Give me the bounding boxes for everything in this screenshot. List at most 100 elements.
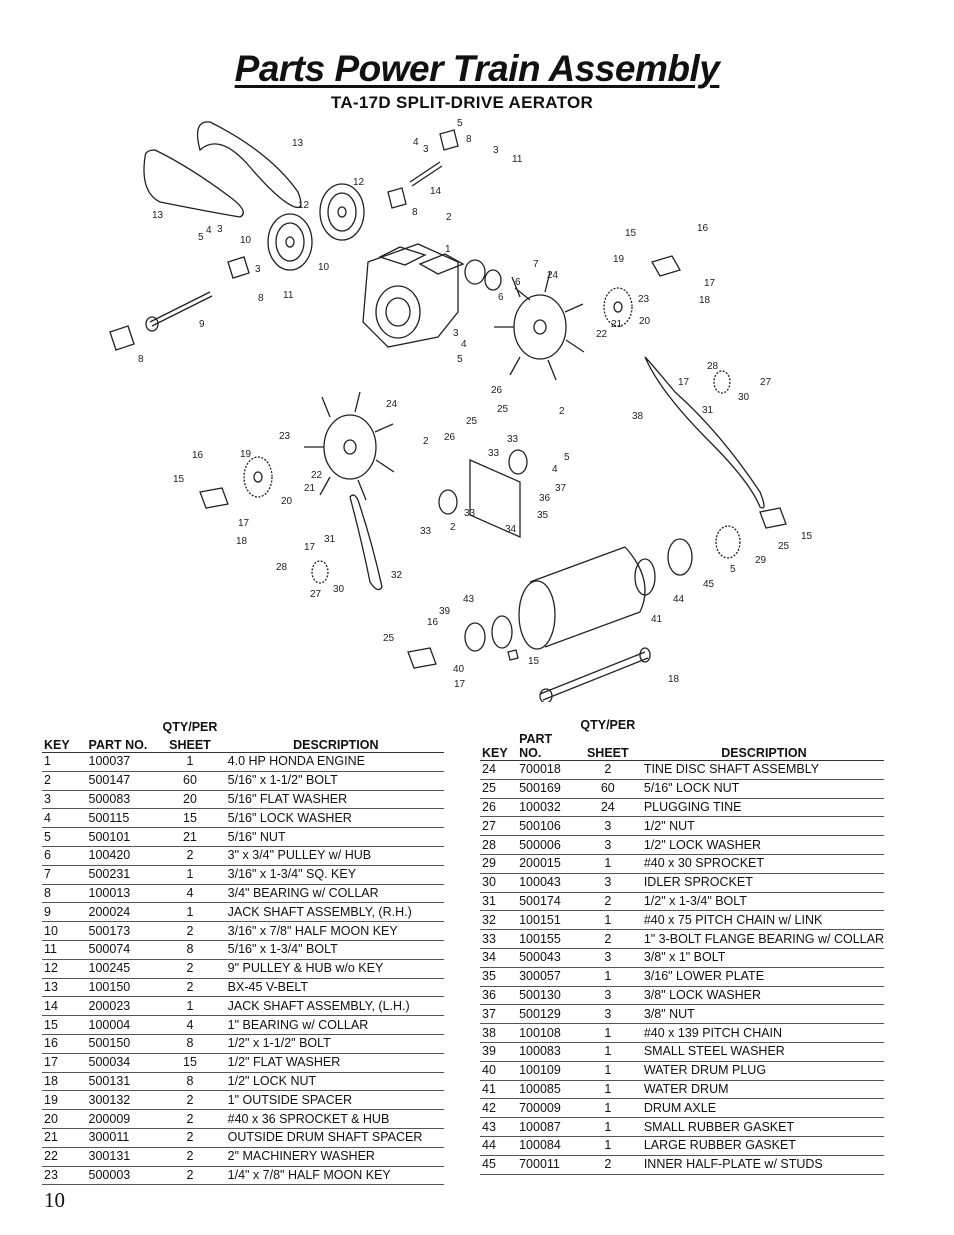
part-key: 20 bbox=[42, 1109, 89, 1129]
part-number: 100084 bbox=[519, 1136, 578, 1156]
part-number: 500034 bbox=[88, 1053, 159, 1073]
col-part-no: PART NO. bbox=[519, 732, 578, 761]
part-description: 5/16" LOCK WASHER bbox=[221, 808, 444, 829]
callout-number: 3 bbox=[493, 145, 499, 156]
jack-shaft-9 bbox=[149, 291, 213, 327]
part-key: 35 bbox=[480, 967, 520, 987]
part-number: 100013 bbox=[88, 884, 159, 904]
part-key: 10 bbox=[42, 921, 89, 941]
part-number: 300011 bbox=[88, 1128, 159, 1148]
part-key: 7 bbox=[42, 865, 89, 885]
part-number: 500169 bbox=[519, 779, 578, 799]
part-number: 100245 bbox=[88, 959, 159, 979]
part-key: 41 bbox=[480, 1080, 520, 1100]
part-number: 100109 bbox=[519, 1061, 578, 1081]
part-qty: 21 bbox=[158, 827, 222, 847]
part-description: 1" OUTSIDE SPACER bbox=[221, 1090, 444, 1111]
part-description: LARGE RUBBER GASKET bbox=[637, 1136, 884, 1156]
callout-number: 19 bbox=[613, 254, 625, 265]
part-description: 5/16" NUT bbox=[221, 827, 444, 847]
part-key: 29 bbox=[480, 854, 520, 874]
drum-plug-40 bbox=[507, 649, 519, 661]
part-number: 500115 bbox=[88, 808, 159, 829]
callout-number: 14 bbox=[430, 186, 442, 197]
part-description: IDLER SPROCKET bbox=[637, 873, 884, 893]
callout-number: 23 bbox=[638, 294, 650, 305]
part-description: 3/16" x 7/8" HALF MOON KEY bbox=[221, 921, 444, 941]
bearing-15b bbox=[199, 487, 229, 509]
tine-disc-24b bbox=[304, 391, 395, 501]
callout-number: 44 bbox=[673, 594, 685, 605]
callout-number: 45 bbox=[703, 579, 715, 590]
part-number: 300057 bbox=[519, 967, 578, 987]
part-description: SMALL RUBBER GASKET bbox=[637, 1117, 884, 1137]
part-key: 5 bbox=[42, 827, 89, 847]
callout-number: 22 bbox=[311, 470, 323, 481]
part-key: 23 bbox=[42, 1166, 89, 1186]
callout-number: 9 bbox=[199, 319, 205, 330]
col-sheet: SHEET bbox=[577, 732, 638, 761]
part-qty: 1 bbox=[577, 1061, 638, 1081]
part-key: 40 bbox=[480, 1061, 520, 1081]
engine-flywheel bbox=[375, 285, 421, 339]
part-description: 5/16" x 1-1/2" BOLT bbox=[221, 771, 444, 791]
callout-number: 16 bbox=[192, 450, 204, 461]
part-description: JACK SHAFT ASSEMBLY, (R.H.) bbox=[221, 902, 444, 923]
part-number: 500150 bbox=[88, 1034, 159, 1054]
bearing-8b bbox=[227, 256, 250, 279]
callout-number: 40 bbox=[453, 664, 465, 675]
callout-number: 30 bbox=[333, 584, 345, 595]
pulley-12a bbox=[319, 183, 365, 241]
part-number: 100037 bbox=[88, 752, 159, 772]
part-key: 38 bbox=[480, 1023, 520, 1043]
callout-number: 5 bbox=[457, 118, 463, 129]
part-key: 37 bbox=[480, 1004, 520, 1025]
callout-number: 6 bbox=[498, 292, 504, 303]
part-number: 100043 bbox=[519, 873, 578, 893]
part-qty: 2 bbox=[577, 929, 638, 949]
part-number: 500130 bbox=[519, 986, 578, 1006]
part-key: 16 bbox=[42, 1034, 89, 1054]
col-key: KEY bbox=[42, 734, 89, 753]
part-number: 500131 bbox=[88, 1072, 159, 1092]
part-number: 100108 bbox=[519, 1023, 578, 1043]
idler-30a bbox=[713, 370, 731, 394]
part-qty: 2 bbox=[158, 1147, 222, 1167]
part-description: 5/16" LOCK NUT bbox=[637, 779, 884, 799]
callout-number: 2 bbox=[450, 522, 456, 533]
callout-number: 15 bbox=[625, 228, 637, 239]
callout-number: 17 bbox=[238, 518, 250, 529]
part-description: 3/8" x 1" BOLT bbox=[637, 948, 884, 968]
callout-number: 17 bbox=[678, 377, 690, 388]
sprocket-29 bbox=[715, 525, 741, 559]
part-qty: 2 bbox=[577, 1155, 638, 1175]
callout-number: 8 bbox=[466, 134, 472, 145]
part-qty: 2 bbox=[577, 892, 638, 912]
part-key: 28 bbox=[480, 835, 520, 855]
callout-number: 31 bbox=[324, 534, 336, 545]
page-title-wrap: Parts Power Train Assembly bbox=[0, 48, 954, 90]
part-key: 30 bbox=[480, 873, 520, 893]
part-number: 700018 bbox=[519, 760, 578, 780]
callout-number: 22 bbox=[596, 329, 608, 340]
water-drum-41 bbox=[518, 546, 646, 650]
callout-number: 11 bbox=[283, 290, 294, 301]
part-qty: 8 bbox=[158, 1034, 222, 1054]
part-description: 1/2" NUT bbox=[637, 816, 884, 837]
callout-number: 39 bbox=[439, 606, 451, 617]
part-qty: 1 bbox=[577, 910, 638, 931]
sprocket-20b bbox=[243, 456, 273, 498]
part-description: 1/2" x 1-3/4" BOLT bbox=[637, 892, 884, 912]
